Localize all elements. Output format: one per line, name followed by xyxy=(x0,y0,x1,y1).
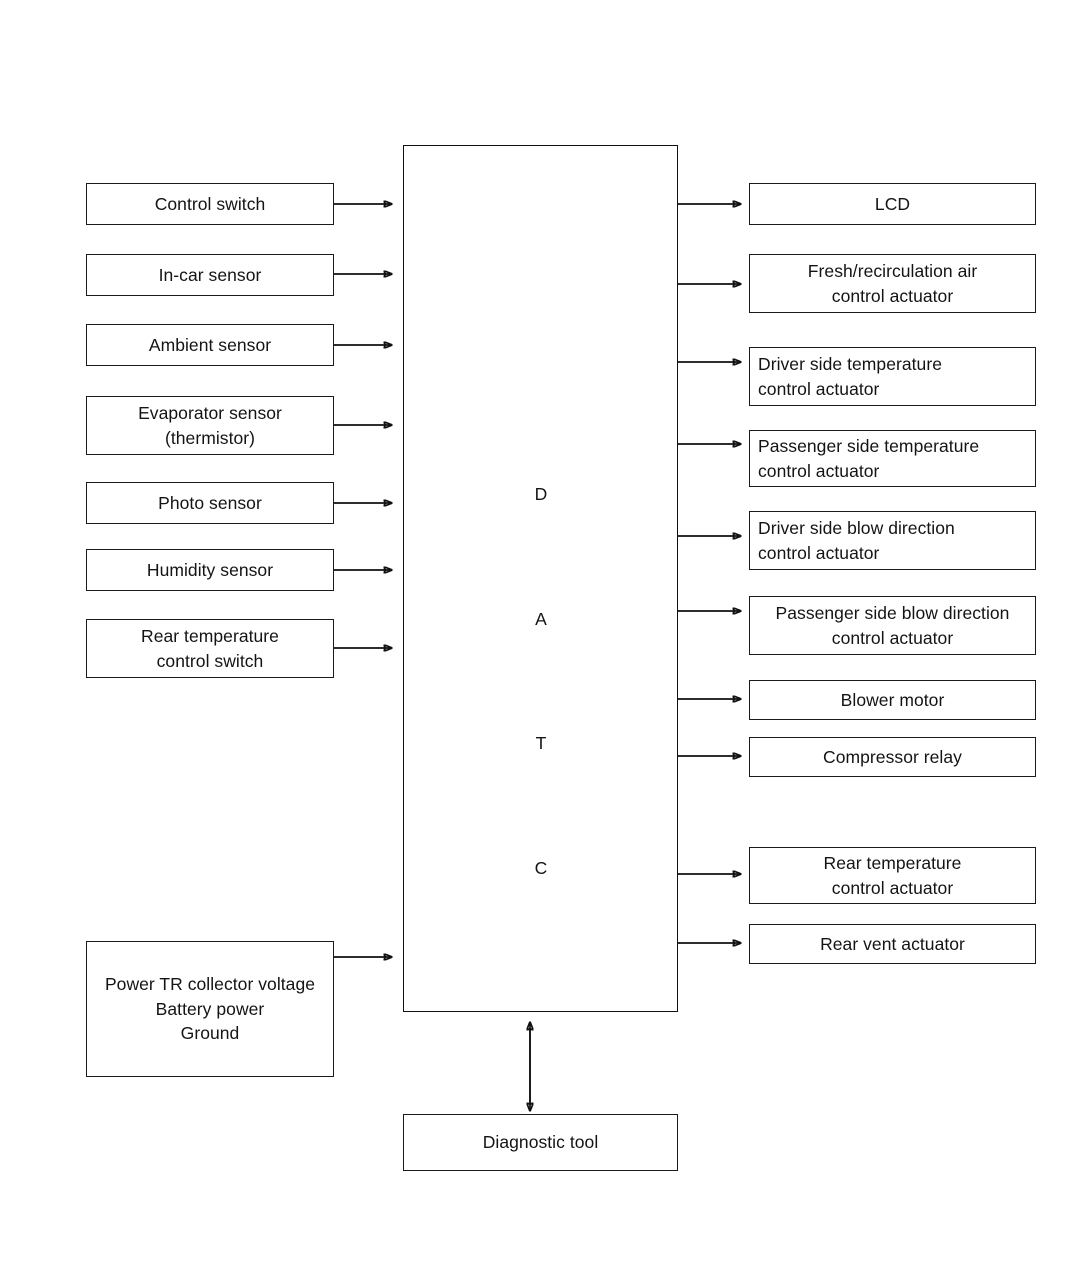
output-node-rear-temp-actuator[interactable]: Rear temperature control actuator xyxy=(749,847,1036,904)
input-node-humidity-sensor[interactable]: Humidity sensor xyxy=(86,549,334,591)
output-node-fresh-recirc-actuator[interactable]: Fresh/recirculation air control actuator xyxy=(749,254,1036,313)
diagnostic-tool-node[interactable]: Diagnostic tool xyxy=(403,1114,678,1171)
datc-letter-d: D xyxy=(534,484,548,504)
datc-letter-a: A xyxy=(535,609,547,629)
input-node-evaporator-sensor[interactable]: Evaporator sensor (thermistor) xyxy=(86,396,334,455)
output-node-passenger-temp-actuator[interactable]: Passenger side temperature control actua… xyxy=(749,430,1036,487)
output-node-blower-motor[interactable]: Blower motor xyxy=(749,680,1036,720)
output-node-compressor-relay[interactable]: Compressor relay xyxy=(749,737,1036,777)
output-arrows xyxy=(678,204,741,943)
output-node-rear-vent-actuator[interactable]: Rear vent actuator xyxy=(749,924,1036,964)
input-node-photo-sensor[interactable]: Photo sensor xyxy=(86,482,334,524)
datc-letter-c: C xyxy=(534,858,548,878)
output-node-passenger-blow-actuator[interactable]: Passenger side blow direction control ac… xyxy=(749,596,1036,655)
input-node-rear-temp-control-switch[interactable]: Rear temperature control switch xyxy=(86,619,334,678)
input-node-in-car-sensor[interactable]: In-car sensor xyxy=(86,254,334,296)
datc-controller[interactable]: D A T C xyxy=(403,145,678,1012)
output-node-driver-blow-actuator[interactable]: Driver side blow direction control actua… xyxy=(749,511,1036,570)
datc-letter-t: T xyxy=(535,733,547,753)
output-node-driver-temp-actuator[interactable]: Driver side temperature control actuator xyxy=(749,347,1036,406)
input-node-control-switch[interactable]: Control switch xyxy=(86,183,334,225)
input-arrows xyxy=(334,204,392,957)
input-node-ambient-sensor[interactable]: Ambient sensor xyxy=(86,324,334,366)
input-node-power-supply[interactable]: Power TR collector voltage Battery power… xyxy=(86,941,334,1077)
output-node-lcd[interactable]: LCD xyxy=(749,183,1036,225)
